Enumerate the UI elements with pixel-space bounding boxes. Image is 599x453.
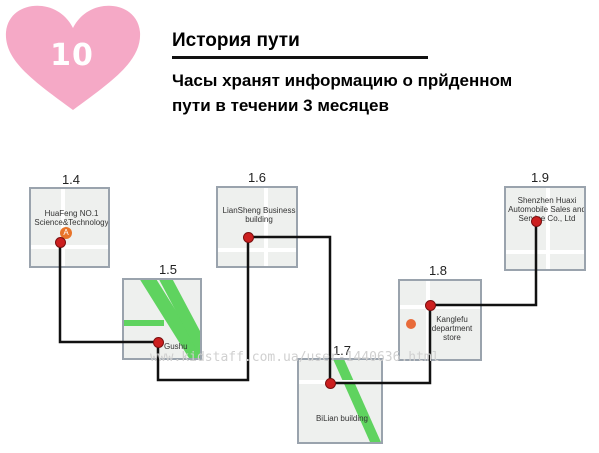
- date-label-6: 1.9: [530, 170, 550, 185]
- heart-badge: [5, 5, 141, 110]
- map-tile-1-label: HuaFeng NO.1 Science&Technology: [34, 209, 109, 227]
- location-pin-4: [325, 378, 336, 389]
- map-tile-4: BiLian building: [297, 358, 383, 444]
- map-tile-1: HuaFeng NO.1 Science&Technology A: [29, 187, 110, 268]
- map-tile-4-label: BiLian building: [315, 414, 369, 423]
- map-tile-6-label: Shenzhen Huaxi Automobile Sales and Serv…: [508, 196, 586, 223]
- map-tile-6: Shenzhen Huaxi Automobile Sales and Serv…: [504, 186, 586, 271]
- location-pin-6: [531, 216, 542, 227]
- date-label-5: 1.8: [428, 263, 448, 278]
- date-label-2: 1.5: [158, 262, 178, 277]
- location-pin-5: [425, 300, 436, 311]
- date-label-1: 1.4: [61, 172, 81, 187]
- date-label-4: 1.7: [332, 343, 352, 358]
- badge-number: 10: [50, 38, 94, 73]
- location-pin-2: [153, 337, 164, 348]
- location-pin-3: [243, 232, 254, 243]
- map-tile-5-label: Kanglefu department store: [431, 315, 473, 342]
- location-pin-1: [55, 237, 66, 248]
- watermark: www.kidstaff.com.ua/user-1440636.html: [150, 350, 440, 365]
- map-tile-3: LianSheng Business building: [216, 186, 298, 268]
- store-icon: [406, 319, 416, 329]
- map-tile-3-label: LianSheng Business building: [222, 206, 296, 224]
- page-subtitle: Часы хранят информацию о прйденном пути …: [172, 71, 513, 115]
- date-label-3: 1.6: [247, 170, 267, 185]
- map-tile-5: Kanglefu department store: [398, 279, 482, 361]
- map-tile-2-label: Gushu: [164, 342, 188, 351]
- title-divider: [172, 56, 428, 59]
- page-title: История пути: [172, 30, 300, 51]
- marker-a-icon: A: [60, 227, 72, 239]
